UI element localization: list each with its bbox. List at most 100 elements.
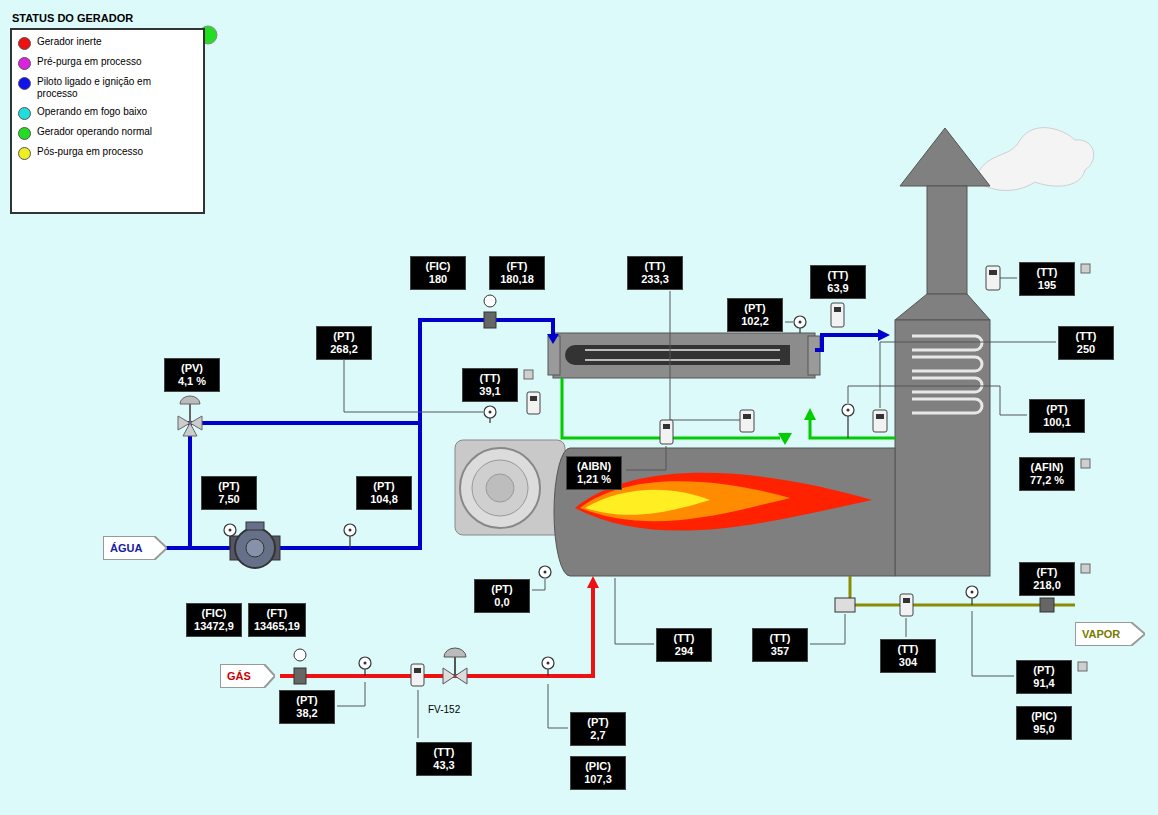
tag-name: (FT) [1025, 566, 1069, 579]
tag-name: (FT) [495, 260, 539, 273]
instrument-tag: (PT)2,7 [570, 712, 626, 746]
instrument-tag: (PT)104,8 [356, 476, 412, 510]
tag-value: 180,18 [495, 273, 539, 286]
legend-swatch [18, 147, 31, 160]
stream-flag: GÁS [220, 664, 275, 688]
tag-name: (FIC) [416, 260, 460, 273]
tag-value: 63,9 [816, 282, 860, 295]
tag-value: 2,7 [576, 729, 620, 742]
legend-text: Piloto ligado e ignição em processo [37, 76, 162, 100]
instrument-tag: (TT)304 [880, 639, 936, 673]
tag-value: 77,2 % [1025, 474, 1069, 487]
tag-value: 13472,9 [192, 620, 236, 633]
tag-value: 95,0 [1022, 723, 1066, 736]
tag-name: (PT) [480, 583, 524, 596]
tag-name: (TT) [633, 260, 677, 273]
tag-name: (PT) [207, 480, 251, 493]
instrument-tag: (FT)13465,19 [248, 603, 306, 637]
tag-value: 195 [1025, 279, 1069, 292]
tag-value: 102,2 [733, 315, 777, 328]
status-legend: Gerador inertePré-purga em processoPilot… [10, 28, 205, 214]
legend-text: Pré-purga em processo [37, 56, 142, 68]
tag-value: 0,0 [480, 596, 524, 609]
tag-name: (TT) [1025, 266, 1069, 279]
instrument-tag: (PT)268,2 [316, 326, 372, 360]
instrument-tag: (AFIN)77,2 % [1019, 457, 1075, 491]
legend-swatch [18, 127, 31, 140]
instrument-tag: (PT)38,2 [279, 690, 335, 724]
tag-name: (FIC) [192, 607, 236, 620]
tag-value: 91,4 [1022, 677, 1066, 690]
tag-value: 100,1 [1035, 416, 1079, 429]
legend-swatch [18, 107, 31, 120]
instrument-tag: (TT)195 [1019, 262, 1075, 296]
tag-value: 43,3 [422, 759, 466, 772]
stream-flag: VAPOR [1075, 622, 1145, 646]
tag-name: (TT) [1064, 330, 1108, 343]
tag-value: 104,8 [362, 493, 406, 506]
valve-tag: FV-152 [428, 704, 460, 715]
instrument-tag: (AIBN)1,21 % [566, 456, 622, 490]
tag-name: (PT) [362, 480, 406, 493]
legend-text: Gerador inerte [37, 36, 101, 48]
tag-value: 357 [758, 645, 802, 658]
tag-value: 180 [416, 273, 460, 286]
tag-name: (AIBN) [572, 460, 616, 473]
legend-item: Pós-purga em processo [18, 146, 197, 160]
tag-name: (TT) [422, 746, 466, 759]
legend-item: Piloto ligado e ignição em processo [18, 76, 197, 100]
tag-value: 107,3 [576, 773, 620, 786]
tag-name: (FT) [254, 607, 300, 620]
instrument-tag: (TT)63,9 [810, 265, 866, 299]
tag-name: (PT) [1022, 664, 1066, 677]
instrument-tag: (TT)357 [752, 628, 808, 662]
instrument-tag: (FIC)13472,9 [186, 603, 242, 637]
instrument-tag: (PV)4,1 % [164, 358, 220, 392]
instrument-tag: (PT)7,50 [201, 476, 257, 510]
legend-item: Pré-purga em processo [18, 56, 197, 70]
instrument-tag: (PT)102,2 [727, 298, 783, 332]
tag-value: 1,21 % [572, 473, 616, 486]
tag-name: (TT) [886, 643, 930, 656]
tag-value: 233,3 [633, 273, 677, 286]
legend-swatch [18, 37, 31, 50]
legend-text: Pós-purga em processo [37, 146, 143, 158]
instrument-tag: (FT)180,18 [489, 256, 545, 290]
tag-name: (PT) [322, 330, 366, 343]
tag-value: 268,2 [322, 343, 366, 356]
tag-name: (TT) [662, 632, 706, 645]
instrument-tag: (TT)250 [1058, 326, 1114, 360]
legend-item: Gerador operando normal [18, 126, 197, 140]
legend-swatch [18, 57, 31, 70]
tag-value: 218,0 [1025, 579, 1069, 592]
tag-name: (AFIN) [1025, 461, 1069, 474]
legend-text: Gerador operando normal [37, 126, 152, 138]
instrument-tag: (PT)91,4 [1016, 660, 1072, 694]
tag-name: (PIC) [576, 760, 620, 773]
legend-text: Operando em fogo baixo [37, 106, 147, 118]
tag-name: (PT) [285, 694, 329, 707]
tag-value: 4,1 % [170, 375, 214, 388]
tag-value: 38,2 [285, 707, 329, 720]
tag-value: 250 [1064, 343, 1108, 356]
tag-value: 294 [662, 645, 706, 658]
instrument-tag: (TT)43,3 [416, 742, 472, 776]
stream-name: ÁGUA [103, 536, 142, 560]
tag-value: 7,50 [207, 493, 251, 506]
instrument-tag: (TT)233,3 [627, 256, 683, 290]
tag-name: (PT) [576, 716, 620, 729]
legend-title: STATUS DO GERADOR [12, 12, 133, 24]
tag-value: 304 [886, 656, 930, 669]
tag-name: (TT) [468, 372, 512, 385]
stream-name: VAPOR [1075, 622, 1120, 646]
tag-name: (PIC) [1022, 710, 1066, 723]
tag-name: (PV) [170, 362, 214, 375]
instrument-tag: (PIC)95,0 [1016, 706, 1072, 740]
instrument-tag: (TT)294 [656, 628, 712, 662]
legend-item: Gerador inerte [18, 36, 197, 50]
instrument-tag: (FIC)180 [410, 256, 466, 290]
tag-name: (TT) [758, 632, 802, 645]
tag-value: 13465,19 [254, 620, 300, 633]
instrument-tag: (PT)0,0 [474, 579, 530, 613]
